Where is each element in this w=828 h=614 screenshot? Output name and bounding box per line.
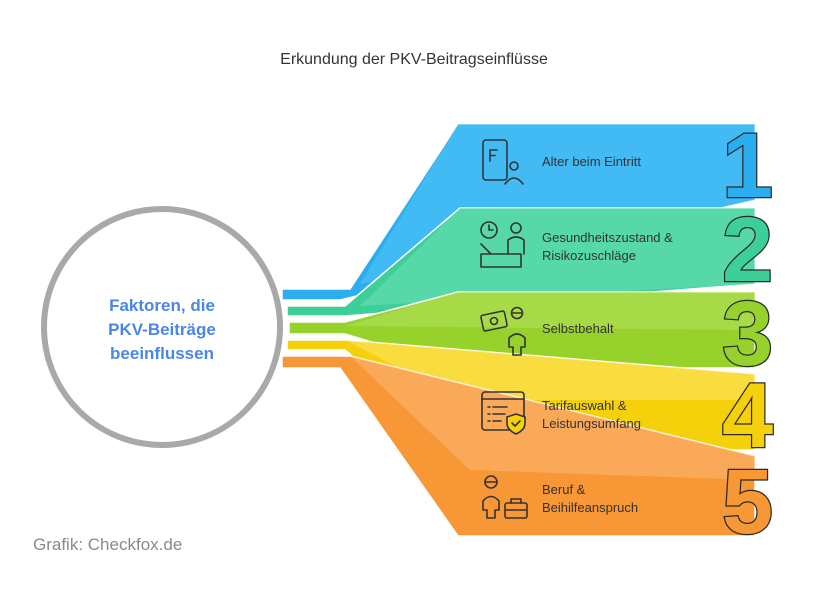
factor-label-2: Gesundheitszustand & Risikozuschläge <box>542 229 722 265</box>
factor-label-5-line-2: Beihilfeanspruch <box>542 500 639 515</box>
money-person-icon <box>480 306 526 356</box>
factor-number-5: 5 <box>722 451 773 553</box>
source-credit: Grafik: Checkfox.de <box>33 535 183 554</box>
center-label-line-3: beeinflussen <box>110 344 214 363</box>
factor-number-4: 4 <box>722 365 773 467</box>
center-label: Faktoren, die PKV-Beiträge beeinflussen <box>62 294 262 366</box>
factor-number-3: 3 <box>722 283 773 385</box>
factor-number-1: 1 <box>722 115 773 217</box>
page-title: Erkundung der PKV-Beitragseinflüsse <box>280 51 548 68</box>
factor-label-3-line-1: Selbstbehalt <box>542 321 614 336</box>
factor-label-5: Beruf & Beihilfeanspruch <box>542 481 722 517</box>
factor-band-5 <box>281 355 756 537</box>
center-label-line-1: Faktoren, die <box>109 296 215 315</box>
center-ring <box>41 206 283 448</box>
factor-label-5-line-1: Beruf & <box>542 482 586 497</box>
factor-label-1: Alter beim Eintritt <box>542 153 722 171</box>
factor-label-2-line-2: Risikozuschläge <box>542 248 636 263</box>
factor-label-3: Selbstbehalt <box>542 320 722 338</box>
contract-shield-icon <box>481 391 526 435</box>
person-briefcase-icon <box>482 475 528 519</box>
factor-label-4-line-1: Tarifauswahl & <box>542 398 627 413</box>
factor-label-4-line-2: Leistungsumfang <box>542 416 642 431</box>
factor-number-2: 2 <box>722 199 773 301</box>
center-label-line-2: PKV-Beiträge <box>108 320 216 339</box>
age-id-card-person-icon <box>482 139 524 185</box>
factor-label-2-line-1: Gesundheitszustand & <box>542 230 673 245</box>
health-clock-person-icon <box>480 221 525 268</box>
factor-label-1-line-1: Alter beim Eintritt <box>542 154 641 169</box>
factor-label-4: Tarifauswahl & Leistungsumfang <box>542 397 722 433</box>
